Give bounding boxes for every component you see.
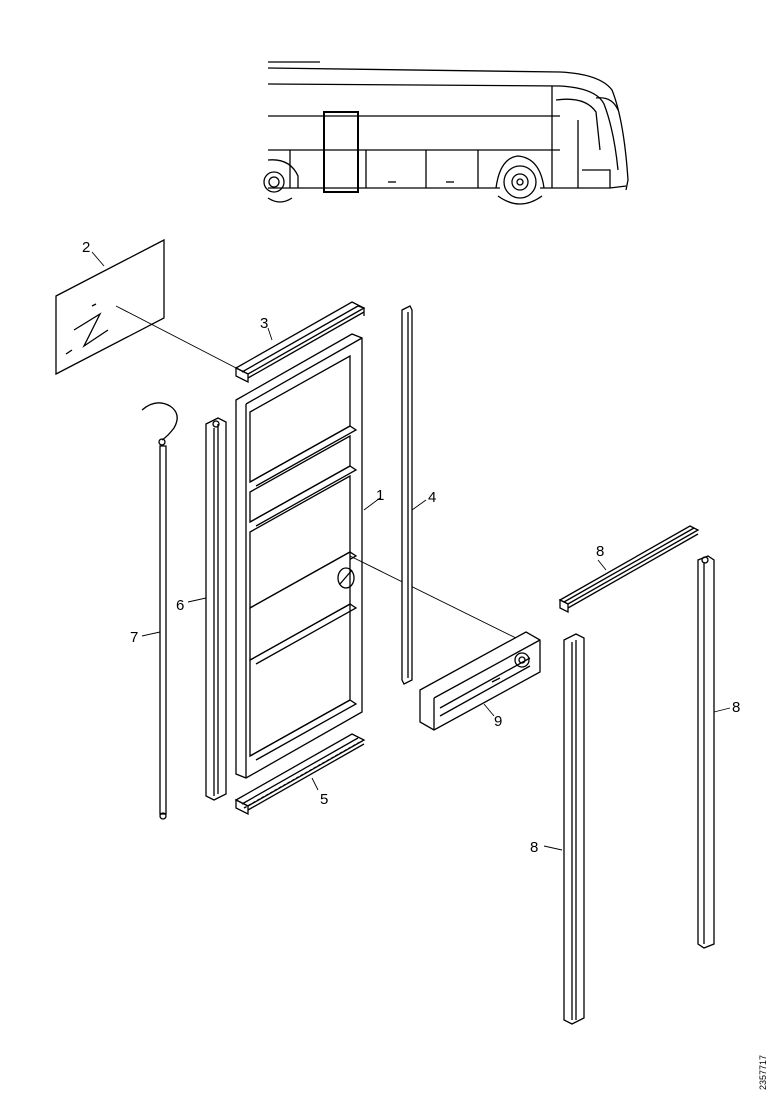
callout-8-top: 8: [596, 543, 604, 560]
leader-8c: [543, 845, 563, 851]
leader-5: [311, 777, 319, 791]
leader-8a: [597, 559, 607, 571]
callout-2: 2: [82, 239, 90, 256]
part-9-lock-plate: [419, 631, 541, 731]
callout-6: 6: [176, 597, 184, 614]
callout-8-left: 8: [530, 839, 538, 856]
leader-6: [187, 597, 207, 603]
door-location-marker: [323, 111, 359, 193]
leader-7: [141, 631, 161, 637]
leader-4: [411, 499, 427, 511]
callout-4: 4: [428, 489, 436, 506]
part-8-top-rail: [558, 525, 700, 614]
front-wheel: [495, 155, 545, 199]
callout-1: 1: [376, 487, 384, 504]
rear-wheel: [263, 159, 299, 193]
part-8-right-post: [697, 555, 715, 949]
part-8-left-post: [563, 633, 585, 1025]
callout-5: 5: [320, 791, 328, 808]
callout-8-right: 8: [732, 699, 740, 716]
part-4-seal-strip: [401, 305, 413, 685]
leader-frame-to-lock: [349, 555, 521, 641]
part-5-bottom-profile: [234, 733, 366, 816]
leader-glass-to-frame: [115, 305, 241, 371]
part-3-top-profile: [234, 301, 366, 384]
callout-3: 3: [260, 315, 268, 332]
bus-side-view: [263, 61, 629, 205]
part-6-side-profile: [205, 417, 227, 801]
leader-2: [91, 251, 105, 267]
leader-8b: [713, 707, 731, 713]
leader-3: [267, 327, 273, 341]
callout-7: 7: [130, 629, 138, 646]
leader-1: [363, 497, 381, 511]
leader-9: [483, 703, 495, 717]
part-2-glass-pane: [55, 238, 165, 376]
callout-9: 9: [494, 713, 502, 730]
reference-code: 2357717: [758, 1055, 768, 1090]
part-1-door-frame: [235, 333, 363, 779]
part-7-rod: [141, 402, 178, 820]
